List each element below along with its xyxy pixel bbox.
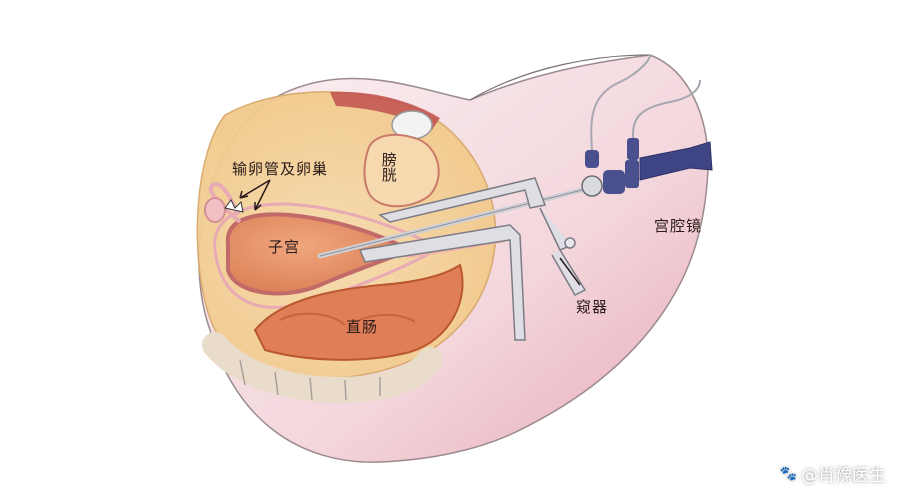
speculum-upper-blade [378, 177, 547, 223]
spine [202, 332, 443, 404]
label-tube-ovary: 输卵管及卵巢 [232, 160, 329, 178]
label-speculum: 窥器 [576, 298, 609, 316]
bladder [363, 133, 440, 208]
fimbriae [224, 199, 244, 213]
vertebra-lines [239, 359, 381, 401]
speculum-screw [564, 237, 576, 249]
label-uterus: 子宫 [268, 238, 301, 256]
speculum-lower-blade [358, 224, 526, 341]
watermark-text: @肖豫医生 [801, 466, 886, 486]
label-bladder: 膀胱 [379, 152, 398, 182]
ovary [204, 197, 226, 223]
hysteroscope [581, 54, 713, 197]
speculum-pointer [559, 257, 581, 286]
tube-ovary-pointer [239, 179, 271, 211]
label-rectum: 直肠 [346, 318, 379, 336]
label-hysteroscope: 宫腔镜 [654, 217, 703, 235]
rectum [253, 263, 464, 361]
skin-line [469, 54, 649, 101]
paw-icon: 🐾 [779, 465, 797, 482]
watermark: 🐾 @肖豫医生 [779, 461, 886, 487]
rectum-folds [279, 312, 416, 326]
